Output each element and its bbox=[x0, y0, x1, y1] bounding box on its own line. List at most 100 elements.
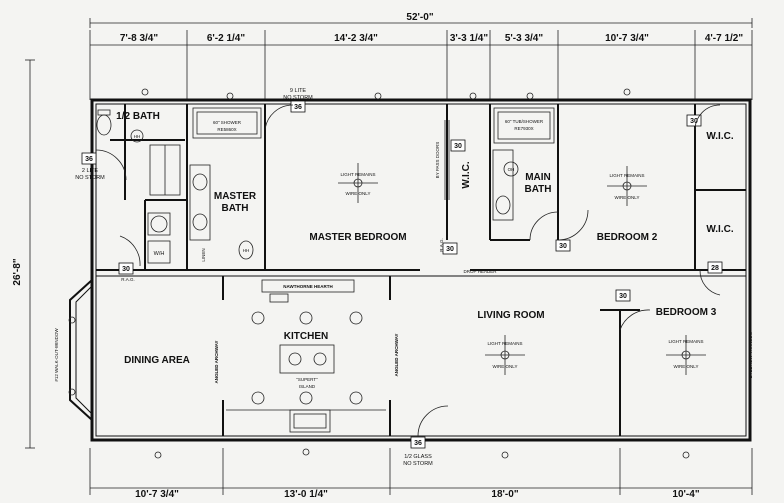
glass-text-1: 1/2 GLASS bbox=[404, 454, 432, 460]
bedroom3-label: BEDROOM 3 bbox=[656, 307, 717, 318]
fan2-wire: WIRE ONLY bbox=[615, 195, 640, 200]
half-bath-vanity bbox=[149, 144, 181, 196]
hh-master: HH bbox=[243, 248, 250, 253]
kitchen-island: "SUPERT" ISLAND bbox=[279, 344, 335, 389]
main-tub-shower: 60" TUB/SHOWER RE7930X bbox=[493, 107, 555, 144]
bottom-dim-1: 10'-7 3/4" bbox=[135, 489, 179, 500]
island-text-2: ISLAND bbox=[299, 384, 316, 389]
top-dim-6: 10'-7 3/4" bbox=[605, 33, 649, 44]
top-dim-2: 6'-2 1/4" bbox=[207, 33, 246, 44]
main-bath-label-2: BATH bbox=[524, 184, 551, 195]
master-bath-label-2: BATH bbox=[221, 203, 248, 214]
room-labels: 1/2 BATH MASTER BATH MASTER BEDROOM W.I.… bbox=[116, 111, 734, 366]
top-dim-3: 14'-2 3/4" bbox=[334, 33, 378, 44]
bottom-dimension-row: 10'-7 3/4" 13'-0 1/4" 18'-0" 10'-4" bbox=[89, 448, 753, 500]
kitchen-lights bbox=[251, 311, 363, 405]
ceiling-fan-bedroom3: LIGHT REMAINS WIRE ONLY bbox=[666, 335, 706, 375]
drop-header-label: DROP HEADER bbox=[464, 269, 498, 274]
shower2-text-2: RE7930X bbox=[514, 126, 533, 131]
master-shower: 60" SHOWER RE5860X bbox=[192, 107, 262, 139]
kitchen-label: KITCHEN bbox=[284, 331, 328, 342]
overall-width-label: 52'-0" bbox=[406, 12, 433, 23]
door-30-wic1b: 30 bbox=[446, 246, 454, 253]
ceiling-fan-bedroom2: LIGHT REMAINS WIRE ONLY bbox=[607, 166, 647, 206]
door-30-bed3: 30 bbox=[619, 293, 627, 300]
ceiling-fan-living: LIGHT REMAINS WIRE ONLY bbox=[485, 335, 525, 375]
shower1-text-1: 60" SHOWER bbox=[213, 120, 242, 125]
master-toilet: HH bbox=[238, 240, 254, 260]
fan2-light: LIGHT REMAINS bbox=[610, 173, 645, 178]
overall-depth-label: 26'-8" bbox=[12, 258, 23, 285]
lite2-text-1: 2 LITE bbox=[82, 168, 99, 174]
linen-label: LINEN bbox=[201, 248, 206, 261]
door-30-halfbath: 30 bbox=[122, 266, 130, 273]
wic2-label: W.I.C. bbox=[706, 131, 733, 142]
glass-text-2: NO STORM bbox=[403, 461, 433, 467]
overall-width-dimension: 52'-0" bbox=[89, 12, 753, 28]
door-size-markers: 36 30 36 30 30 30 30 28 30 36 bbox=[81, 100, 723, 449]
door-36-master: 36 bbox=[294, 104, 302, 111]
wh-label: W/H bbox=[154, 251, 165, 257]
fan1-light: LIGHT REMAINS bbox=[341, 172, 376, 177]
fan3-light: LIGHT REMAINS bbox=[488, 341, 523, 346]
bypass-label: BY PASS DOORS bbox=[435, 142, 440, 179]
top-dimension-row: 7'-8 3/4" 6'-2 1/4" 14'-2 3/4" 3'-3 1/4"… bbox=[89, 30, 753, 100]
master-bath-label-1: MASTER bbox=[214, 191, 257, 202]
walkout-window-label: #12 WALK-OUT-WINDOW bbox=[54, 328, 59, 382]
fan4-wire: WIRE ONLY bbox=[674, 364, 699, 369]
water-heater: W/H bbox=[147, 212, 171, 264]
lite9-text-2: NO STORM bbox=[283, 95, 313, 101]
top-dim-5: 5'-3 3/4" bbox=[505, 33, 544, 44]
shower2-text-1: 60" TUB/SHOWER bbox=[505, 119, 544, 124]
half-bath-label: 1/2 BATH bbox=[116, 111, 160, 122]
kitchen-sink-counter bbox=[226, 409, 386, 433]
walk-out-bay-window: #12 WALK-OUT-WINDOW bbox=[54, 279, 93, 421]
wic1-label: W.I.C. bbox=[461, 161, 472, 188]
angled-archway-left: ANGLED ARCHWAY bbox=[214, 341, 219, 384]
door-30-wic1: 30 bbox=[454, 143, 462, 150]
island-text-1: "SUPERT" bbox=[296, 377, 318, 382]
bottom-dim-3: 18'-0" bbox=[491, 489, 518, 500]
main-bath-label-1: MAIN bbox=[525, 172, 551, 183]
wic3-label: W.I.C. bbox=[706, 224, 733, 235]
fan1-wire: WIRE ONLY bbox=[346, 191, 371, 196]
top-dim-4: 3'-3 1/4" bbox=[450, 33, 489, 44]
bottom-dim-2: 13'-0 1/4" bbox=[284, 489, 328, 500]
toilet-halfbath bbox=[96, 109, 112, 136]
master-bath-vanity bbox=[189, 164, 211, 241]
outlet-markers bbox=[68, 88, 690, 459]
bedroom2-label: BEDROOM 2 bbox=[597, 232, 658, 243]
door-36-halfbath: 36 bbox=[85, 156, 93, 163]
door-swings bbox=[95, 104, 721, 437]
fan3-wire: WIRE ONLY bbox=[493, 364, 518, 369]
kitchen-hearth: NAWTHORNE HEARTH bbox=[261, 279, 355, 303]
overall-depth-dimension: 26'-8" bbox=[12, 59, 35, 449]
door-28-bed3-wic: 28 bbox=[711, 265, 719, 272]
top-dim-7: 4'-7 1/2" bbox=[705, 33, 744, 44]
door-30-mainbath: 30 bbox=[559, 243, 567, 250]
hh-halfbath-marker: HH bbox=[130, 129, 144, 143]
angled-archway-right: ANGLED ARCHWAY bbox=[394, 334, 399, 377]
hh-halfbath: HH bbox=[134, 134, 141, 139]
living-room-label: LIVING ROOM bbox=[477, 310, 544, 321]
lite2-text-2: NO STORM bbox=[75, 175, 105, 181]
rag-label-1: R.A.G. bbox=[121, 277, 135, 282]
fan4-light: LIGHT REMAINS bbox=[669, 339, 704, 344]
door-30-bed2-wic: 30 bbox=[690, 118, 698, 125]
shower1-text-2: RE5860X bbox=[217, 127, 236, 132]
rag-label-2: R.A.G. bbox=[439, 238, 444, 252]
top-dim-1: 7'-8 3/4" bbox=[120, 33, 159, 44]
dining-area-label: DINING AREA bbox=[124, 355, 190, 366]
master-bedroom-label: MASTER BEDROOM bbox=[309, 232, 406, 243]
door-36-front: 36 bbox=[414, 440, 422, 447]
eyebrow-transom-label: EYEBROW TRANSOM bbox=[748, 331, 753, 378]
oh-main: OH bbox=[508, 167, 515, 172]
hearth-label: NAWTHORNE HEARTH bbox=[283, 284, 333, 289]
bottom-dim-4: 10'-4" bbox=[672, 489, 699, 500]
ceiling-fan-master: LIGHT REMAINS WIRE ONLY bbox=[338, 163, 378, 203]
bypass-doors: BY PASS DOORS bbox=[435, 120, 450, 200]
interior-walls bbox=[96, 104, 746, 436]
lite9-text-1: 9 LITE bbox=[290, 88, 307, 94]
main-bath-vanity: OH bbox=[492, 149, 519, 221]
